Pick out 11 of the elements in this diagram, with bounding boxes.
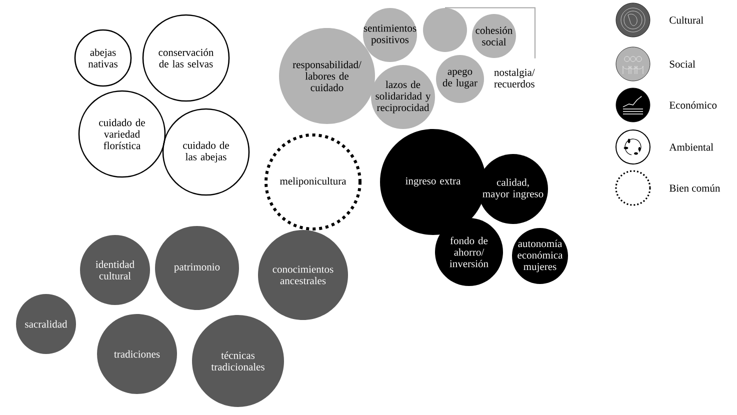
legend-label: Económico bbox=[670, 101, 717, 109]
legend-label: Bien común bbox=[670, 184, 720, 192]
leader-label: nostalgia/ recuerdos bbox=[494, 68, 535, 88]
node-label: fondo de ahorro/ inversión bbox=[450, 236, 488, 268]
legend-label: Ambiental bbox=[669, 143, 714, 151]
node-label: lazos de solidaridad y reciprocidad bbox=[376, 80, 431, 114]
node-label: responsabilidad/ labores de cuidado bbox=[292, 60, 362, 92]
legend-label: Cultural bbox=[670, 16, 704, 24]
leader-line bbox=[444, 7, 536, 59]
legend-label: Social bbox=[670, 60, 696, 68]
circle-shape bbox=[423, 8, 467, 52]
